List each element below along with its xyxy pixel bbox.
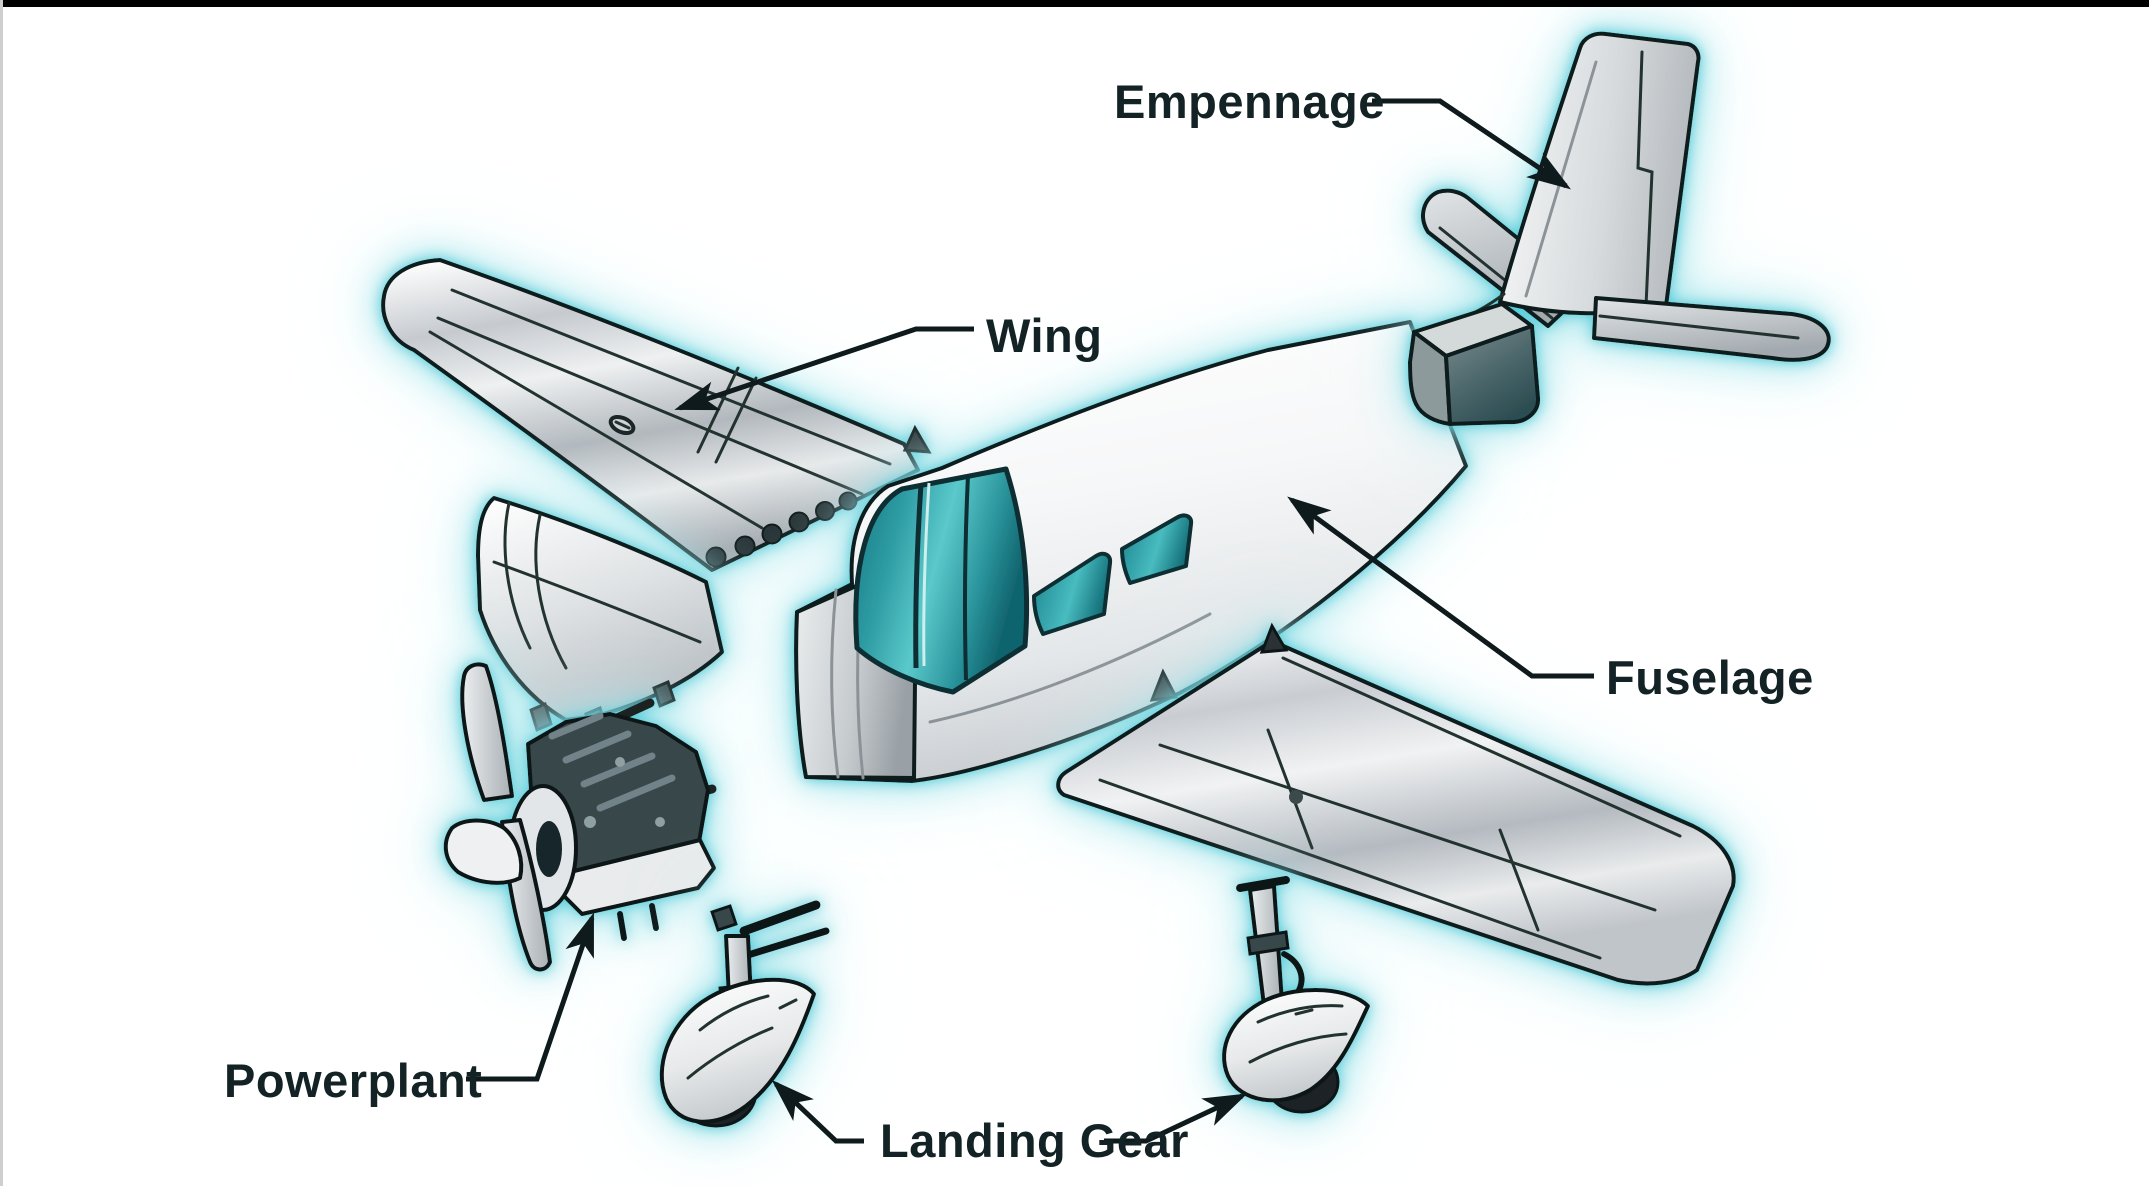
belly-fitting [1149,668,1179,702]
label-powerplant: Powerplant [224,1054,482,1107]
callouts: Empennage Wing Fuselage Powerplant Landi… [224,75,1814,1167]
fuselage-arrow [1287,496,1594,679]
main-gear-wheel-fairing [1222,988,1370,1103]
cowling-details [492,501,702,750]
propeller-blade-upper [460,662,514,802]
wing-left-body [381,258,920,572]
label-wing: Wing [986,309,1102,362]
top-border [0,0,2149,7]
label-fuselage: Fuselage [1606,651,1814,704]
firewall-hole [536,821,562,877]
main-gear-torque-link [1281,951,1305,995]
tail-cone [1408,302,1541,426]
label-empennage: Empennage [1114,75,1385,128]
wing-left-illustration [381,258,932,572]
elevator-line-right [1598,314,1800,340]
propeller-spinner [443,818,524,885]
nose-gear-fairing-lines [686,994,798,1080]
engine-cowling-illustration [476,496,724,750]
wing-arrow [674,326,974,411]
windshield [853,466,1030,695]
nose-gear-wheel-fairing [659,977,816,1124]
nose-landing-gear-illustration [659,900,830,1128]
empennage-arrow [1372,98,1571,190]
engine-cylinder-fins [548,712,676,828]
main-landing-gear-illustration [1222,876,1370,1114]
label-landing-gear: Landing Gear [880,1114,1189,1167]
landing-gear-arrow-left [771,1079,864,1144]
fuselage-illustration [794,320,1468,783]
wing-left-details [428,288,932,568]
landing-gear-arrow-right [1104,1093,1248,1144]
nose-gear-links [710,900,830,959]
windshield-dividers [913,474,970,681]
main-gear-top-fitting [1236,876,1290,892]
left-border [0,0,3,1186]
cabin-window-rear [1120,513,1194,585]
engine-bolts [617,903,659,941]
cowling-shell [476,496,724,722]
cabin-window-front [1032,551,1113,636]
powerplant-illustration [443,662,717,972]
wing-right-details [1098,622,1682,960]
wing-right-body [1056,639,1736,986]
main-gear-collar [1246,930,1290,956]
main-gear-fairing-lines [1248,1004,1348,1064]
powerplant-arrow [466,912,595,1082]
wing-right-illustration [1056,622,1736,986]
